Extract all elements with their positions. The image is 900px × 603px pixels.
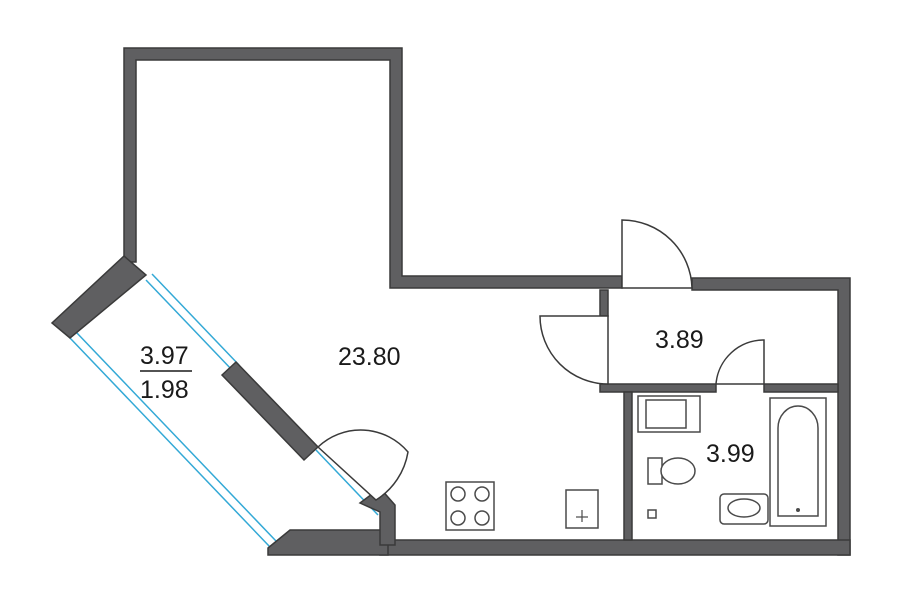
burner-icon	[450, 486, 466, 502]
bathroom-left-wall	[623, 391, 633, 541]
doors	[316, 219, 765, 501]
entrance-door	[621, 219, 693, 289]
washing-machine-door	[645, 399, 687, 429]
burner-icon	[474, 510, 490, 526]
main-room-walls	[123, 47, 623, 289]
kitchen	[445, 481, 599, 531]
hall-partition-stub	[599, 289, 609, 317]
kitchen-sink-icon	[565, 489, 599, 529]
balcony-door	[316, 429, 409, 501]
balcony-glazing	[69, 273, 385, 548]
hall-door	[539, 315, 609, 385]
drain-icon	[647, 509, 657, 519]
hallway-area: 3.89	[655, 326, 704, 354]
bathroom-top-wall-right	[763, 383, 839, 393]
bathtub-basin	[777, 405, 819, 517]
balcony-bottom-wall	[267, 529, 389, 556]
balcony-area-reduced: 1.98	[140, 376, 189, 404]
walls	[50, 47, 851, 556]
bathtub-drain-icon	[796, 508, 800, 512]
toilet-icon	[660, 457, 696, 485]
bottom-wall	[379, 539, 851, 556]
balcony-outer-wall	[50, 254, 148, 339]
bathroom-top-wall	[599, 383, 717, 393]
sink-basin	[727, 498, 761, 518]
toilet-tank-icon	[647, 457, 663, 485]
burner-icon	[474, 486, 490, 502]
burner-icon	[450, 510, 466, 526]
bathroom-area: 3.99	[706, 440, 755, 468]
diagonal-wall	[220, 360, 320, 462]
bathroom-door	[715, 339, 765, 385]
balcony-area-total: 3.97	[140, 342, 189, 370]
main-room-area: 23.80	[338, 343, 401, 371]
bathroom-fixtures	[637, 395, 827, 527]
